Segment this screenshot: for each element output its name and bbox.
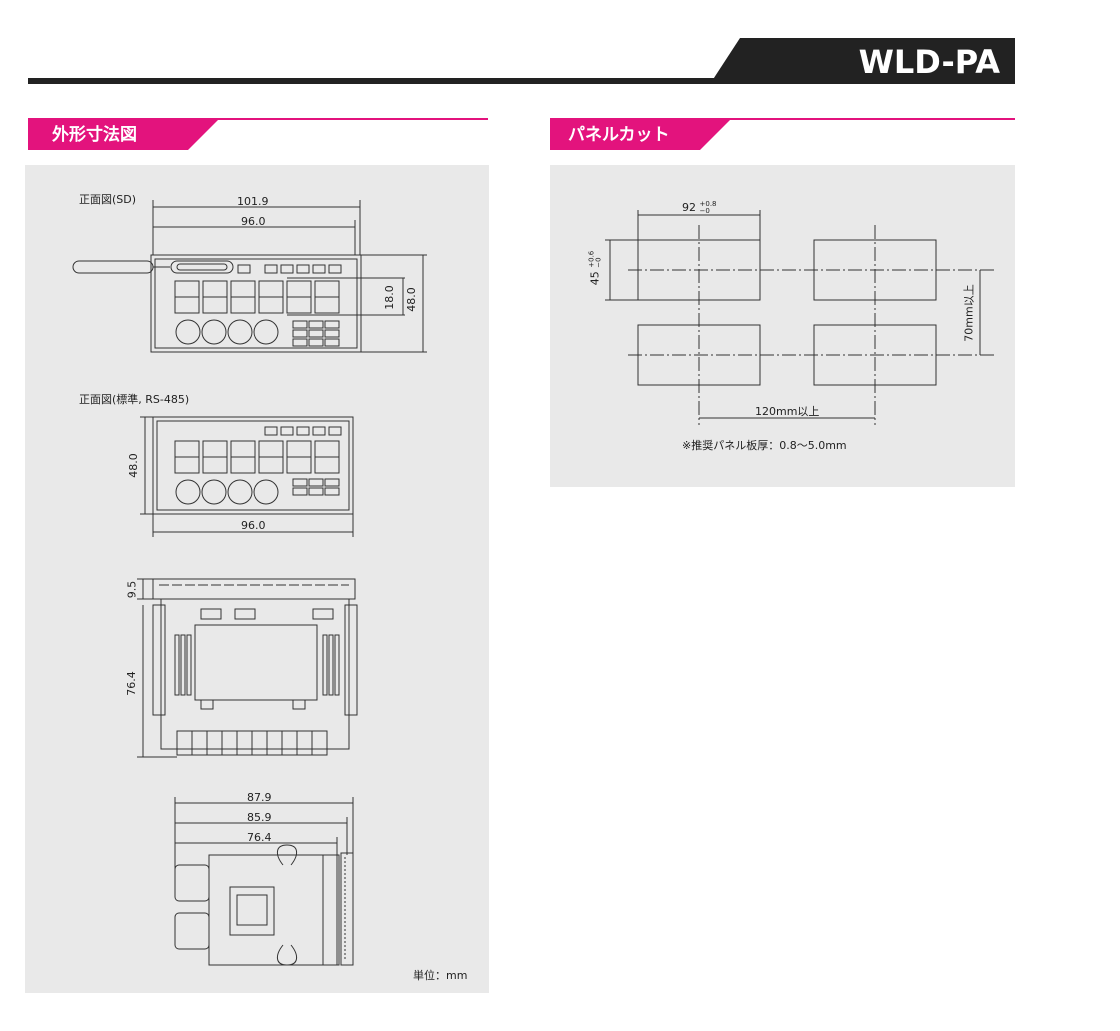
panelcut-height-value: 45: [588, 271, 602, 286]
dim-top-terminal: 9.5: [125, 580, 139, 599]
front-sd-label: 正面図(SD): [79, 193, 137, 206]
panelcut-width: 92 +0.8 −0: [682, 201, 717, 215]
panelcut-height-tol-minus: −0: [594, 257, 603, 268]
panelcut-note: ※推奨パネル板厚：0.8〜5.0mm: [682, 439, 847, 452]
panelcut-vertical-spacing: 70mm以上: [962, 284, 976, 342]
model-tag: [710, 38, 1015, 84]
panelcut-width-value: 92: [682, 201, 696, 214]
dim-sd-height: 48.0: [404, 287, 418, 312]
panelcut-height: 45 +0.6 −0: [587, 251, 603, 286]
panelcut-horizontal-spacing: 120mm以上: [755, 405, 820, 418]
panelcut-width-tol-minus: −0: [699, 207, 710, 215]
dimensions-section-title: 外形寸法図: [52, 125, 137, 145]
dim-std-width: 96.0: [241, 519, 266, 532]
panelcut-drawing: [605, 210, 995, 425]
unit-note: 単位：mm: [413, 969, 468, 982]
dim-top-height: 76.4: [124, 671, 138, 696]
dim-side-1: 87.9: [247, 791, 272, 804]
dim-sd-width-outer: 101.9: [237, 195, 269, 208]
dimensions-section-header: 外形寸法図: [28, 118, 488, 150]
model-title: WLD-PA: [858, 43, 1000, 81]
dimensions-panel: 正面図(SD) 101.9 96.0 18.0 48.0 正面図(標準, RS-…: [25, 165, 489, 993]
panelcut-panel: 92 +0.8 −0 45 +0.6 −0 70mm以上 120mm以上 ※推奨…: [550, 165, 1015, 487]
panelcut-section-header: パネルカット: [550, 118, 1015, 150]
dim-sd-display-height: 18.0: [382, 285, 396, 310]
dimensions-drawing: [72, 200, 427, 966]
header-rule: [28, 78, 988, 84]
front-std-label: 正面図(標準, RS-485): [79, 393, 190, 406]
panelcut-width-tol-plus: +0.8: [699, 200, 717, 208]
dim-sd-width: 96.0: [241, 215, 266, 228]
panelcut-section-title: パネルカット: [568, 125, 670, 145]
dim-side-3: 76.4: [247, 831, 272, 844]
dim-side-2: 85.9: [247, 811, 272, 824]
dim-std-height: 48.0: [126, 453, 140, 478]
